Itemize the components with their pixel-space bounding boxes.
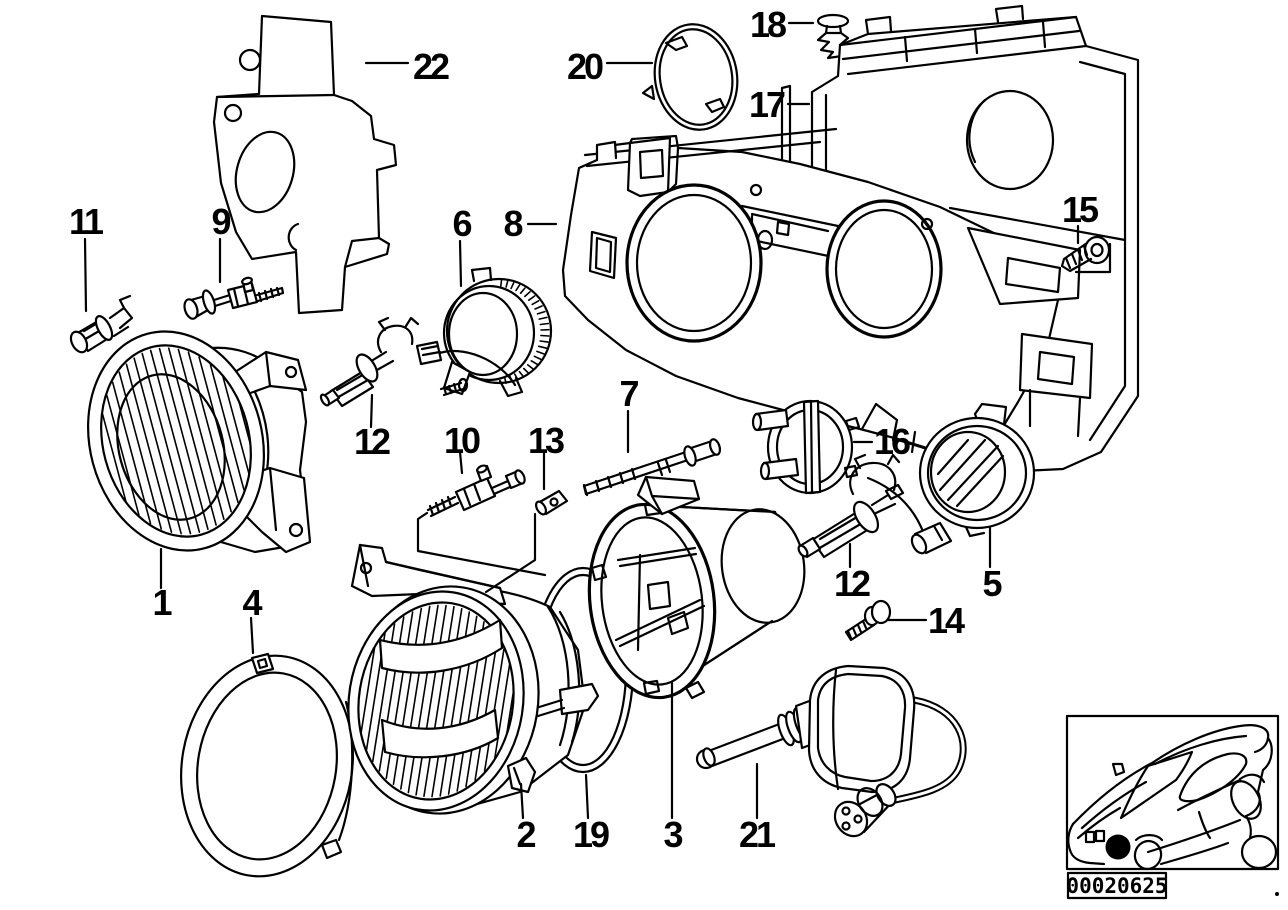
part-number-10: 10 (444, 420, 480, 461)
part-number-17: 17 (749, 84, 785, 125)
part-1-fog-light-unit (87, 330, 312, 554)
leader-line-2 (519, 782, 525, 820)
part-number-11: 11 (69, 201, 104, 242)
part-number-22: 22 (413, 46, 449, 87)
part-22-mounting-bracket (212, 14, 398, 315)
part-6-bulb-holder-ring (415, 266, 553, 398)
leader-line-11 (83, 237, 88, 313)
part-16-bulb-carrier (751, 399, 861, 495)
part-11-bulb-socket (69, 294, 134, 354)
reference-line-3 (1074, 242, 1112, 274)
part-21-actuator (695, 664, 967, 838)
part-number-19: 19 (573, 814, 609, 855)
leader-line-6 (458, 239, 463, 288)
part-12-bulb-left (319, 316, 420, 408)
thumbnail-frame (1065, 714, 1280, 871)
part-number-12a: 12 (354, 421, 390, 462)
part-14-bolt (844, 599, 892, 642)
part-2-headlight-lamp-unit (347, 543, 600, 815)
stray-dot (1275, 892, 1279, 896)
part-number-21: 21 (739, 814, 776, 855)
part-number-6: 6 (452, 203, 471, 244)
part-5-cover-cap (918, 402, 1036, 538)
part-number-1: 1 (152, 582, 172, 623)
leader-line-10 (458, 450, 464, 475)
part-number-18: 18 (750, 4, 786, 45)
part-4-trim-ring (180, 652, 354, 878)
part-7-screw (582, 438, 722, 497)
reference-line-2 (484, 512, 537, 594)
part-number-3: 3 (663, 814, 682, 855)
part-number-4: 4 (242, 582, 262, 623)
part-number-14: 14 (928, 600, 965, 641)
car-location-thumbnail (1065, 714, 1280, 871)
leader-line-12a (369, 393, 374, 429)
part-12-bulb-right (797, 453, 953, 559)
diagram-code-box: 00020625 (1066, 871, 1168, 900)
part-20-cover-cap (641, 23, 739, 131)
part-15-screw (1060, 235, 1111, 273)
part-number-13: 13 (528, 420, 564, 461)
leader-line-19 (584, 773, 590, 820)
part-9-adjusting-screw (183, 276, 285, 320)
part-number-16: 16 (874, 421, 910, 462)
part-number-7: 7 (619, 373, 638, 414)
part-number-2: 2 (516, 814, 535, 855)
part-number-5: 5 (982, 563, 1002, 604)
part-13-bulb (534, 489, 569, 516)
reference-line-1 (416, 511, 547, 577)
part-3-projector-unit (587, 475, 806, 700)
leader-line-4 (249, 616, 255, 655)
part-number-8: 8 (503, 203, 522, 244)
part-8-support-frame (561, 127, 1094, 454)
part-10-adjusting-screw (426, 464, 526, 518)
headlight-location-dot (1105, 834, 1131, 860)
diagram-code: 00020625 (1066, 874, 1167, 898)
part-number-20: 20 (567, 46, 603, 87)
car-outline-icon (1067, 724, 1278, 871)
part-number-12b: 12 (834, 563, 870, 604)
part-number-9: 9 (211, 201, 230, 242)
part-number-15: 15 (1062, 189, 1099, 230)
